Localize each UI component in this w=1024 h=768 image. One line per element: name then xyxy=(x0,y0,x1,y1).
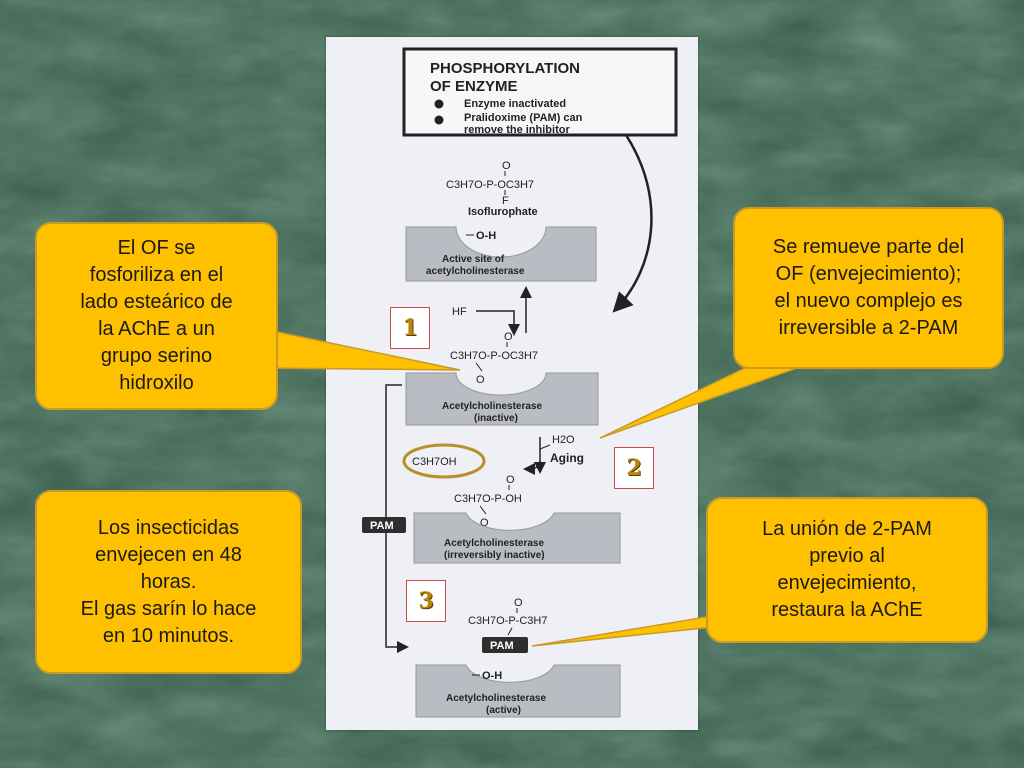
svg-text:F: F xyxy=(502,195,509,207)
bullet-icon xyxy=(434,99,444,109)
svg-text:O-H: O-H xyxy=(482,670,502,682)
svg-text:PAM: PAM xyxy=(490,640,514,652)
svg-text:O: O xyxy=(514,597,523,609)
down-arrow-icon xyxy=(476,310,520,336)
callout-aging: Se remueve parte del OF (envejecimiento)… xyxy=(733,207,1004,369)
header-bullet-2b: remove the inhibitor xyxy=(464,124,570,136)
inactive-complex: O C3H7O-P-OC3H7 O Acetylcholinesterase (… xyxy=(405,331,599,426)
byproduct-highlight-ring xyxy=(402,443,486,479)
callout-phosphorylation: El OF se fosforiliza en el lado esteáric… xyxy=(35,222,278,410)
enzyme-reactivated: O-H Acetylcholinesterase (active) xyxy=(415,664,621,718)
header-box: PHOSPHORYLATION OF ENZYME Enzyme inactiv… xyxy=(402,47,678,137)
irreversible-formula: C3H7O-P-OH xyxy=(454,493,522,505)
isoflurophate-structure: O C3H7O-P-OC3H7 F Isoflurophate xyxy=(446,160,538,218)
svg-text:Acetylcholinesterase: Acetylcholinesterase xyxy=(444,538,544,549)
callout-pam-binding: La unión de 2-PAM previo al envejecimien… xyxy=(706,497,988,643)
svg-text:Acetylcholinesterase: Acetylcholinesterase xyxy=(442,401,542,412)
step-marker-3: 3 xyxy=(406,580,446,622)
h2o-label: H2O xyxy=(552,434,575,446)
header-title-2: OF ENZYME xyxy=(430,78,518,95)
svg-text:(inactive): (inactive) xyxy=(474,413,518,424)
curved-arrow-icon xyxy=(612,134,653,313)
byproduct-formula: C3H7OH xyxy=(412,456,457,468)
svg-text:Acetylcholinesterase: Acetylcholinesterase xyxy=(446,693,546,704)
irreversible-complex: O C3H7O-P-OH O Acetylcholinesterase (irr… xyxy=(413,474,621,564)
aging-label: Aging xyxy=(550,451,584,465)
pam-path-arrow-icon xyxy=(385,384,409,653)
svg-text:acetylcholinesterase: acetylcholinesterase xyxy=(426,266,525,277)
bullet-icon xyxy=(434,115,444,125)
svg-text:Active site of: Active site of xyxy=(442,254,505,265)
pam-complex: O C3H7O-P-C3H7 PAM xyxy=(468,597,547,653)
svg-text:O: O xyxy=(480,517,489,529)
aging-step: H2O Aging C3H7OH xyxy=(402,434,584,479)
svg-text:(active): (active) xyxy=(486,705,521,716)
svg-text:PAM: PAM xyxy=(370,520,394,532)
isoflurophate-name: Isoflurophate xyxy=(468,206,538,218)
step-marker-2: 2 xyxy=(614,447,654,489)
enzyme-active-site: O-H Active site of acetylcholinesterase xyxy=(405,226,597,282)
inactive-formula: C3H7O-P-OC3H7 xyxy=(450,350,538,362)
isoflurophate-formula: C3H7O-P-OC3H7 xyxy=(446,179,534,191)
callout-insecticides: Los insecticidas envejecen en 48 horas. … xyxy=(35,490,302,674)
header-bullet-1: Enzyme inactivated xyxy=(464,98,566,110)
header-bullet-2a: Pralidoxime (PAM) can xyxy=(464,112,583,124)
svg-text:O: O xyxy=(502,160,511,172)
svg-text:(irreversibly inactive): (irreversibly inactive) xyxy=(444,550,545,561)
phosphorylation-diagram: PHOSPHORYLATION OF ENZYME Enzyme inactiv… xyxy=(326,37,698,730)
svg-text:O: O xyxy=(506,474,515,486)
svg-text:O: O xyxy=(504,331,513,343)
svg-text:O: O xyxy=(476,374,485,386)
step-marker-1: 1 xyxy=(390,307,430,349)
svg-text:O-H: O-H xyxy=(476,230,496,242)
pam-badge xyxy=(362,517,406,533)
header-title-1: PHOSPHORYLATION xyxy=(430,60,580,77)
hf-label: HF xyxy=(452,306,467,318)
pam-complex-formula: C3H7O-P-C3H7 xyxy=(468,615,547,627)
